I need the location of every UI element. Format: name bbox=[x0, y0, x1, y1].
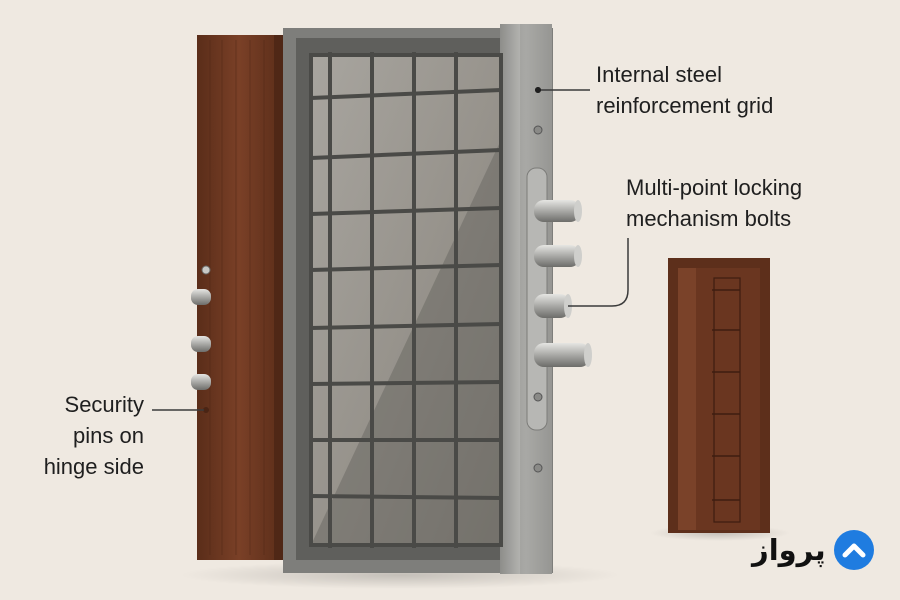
steel-door-body bbox=[283, 24, 553, 574]
bolts-annotation-line1: Multi-point locking bbox=[626, 175, 803, 200]
grid-annotation-line2: reinforcement grid bbox=[596, 93, 774, 118]
security-pin bbox=[191, 336, 211, 352]
reinforcement-grid bbox=[309, 52, 503, 548]
chevron-up-icon bbox=[833, 530, 874, 570]
pins-annotation-line2: pins on bbox=[73, 423, 144, 448]
security-pin bbox=[191, 289, 211, 305]
callout-lines bbox=[152, 89, 629, 411]
bolts-callout-line bbox=[568, 238, 629, 307]
pins-annotation-line1: Security bbox=[64, 392, 144, 417]
grid-annotation: Internal steel reinforcement grid bbox=[596, 59, 773, 121]
locking-bolt bbox=[534, 245, 582, 267]
brand-logo-text: پرواز bbox=[752, 533, 826, 567]
grid-annotation-line1: Internal steel bbox=[596, 62, 722, 87]
locking-bolt bbox=[534, 200, 582, 222]
pin-screw-top bbox=[201, 265, 211, 275]
bolts-annotation-line2: mechanism bolts bbox=[626, 206, 792, 231]
locking-bolt bbox=[534, 343, 592, 367]
pins-annotation: Security pins on hinge side bbox=[18, 389, 144, 482]
bolts-annotation: Multi-point locking mechanism bolts bbox=[626, 172, 802, 234]
locking-bolts bbox=[534, 200, 592, 367]
security-pin bbox=[191, 374, 211, 390]
security-pins bbox=[191, 265, 211, 413]
pins-annotation-line3: hinge side bbox=[43, 454, 144, 479]
pin-callout-dot bbox=[203, 407, 209, 413]
brand-logo: پرواز bbox=[752, 530, 874, 570]
locking-bolt bbox=[534, 294, 572, 318]
small-wooden-door bbox=[668, 258, 770, 533]
